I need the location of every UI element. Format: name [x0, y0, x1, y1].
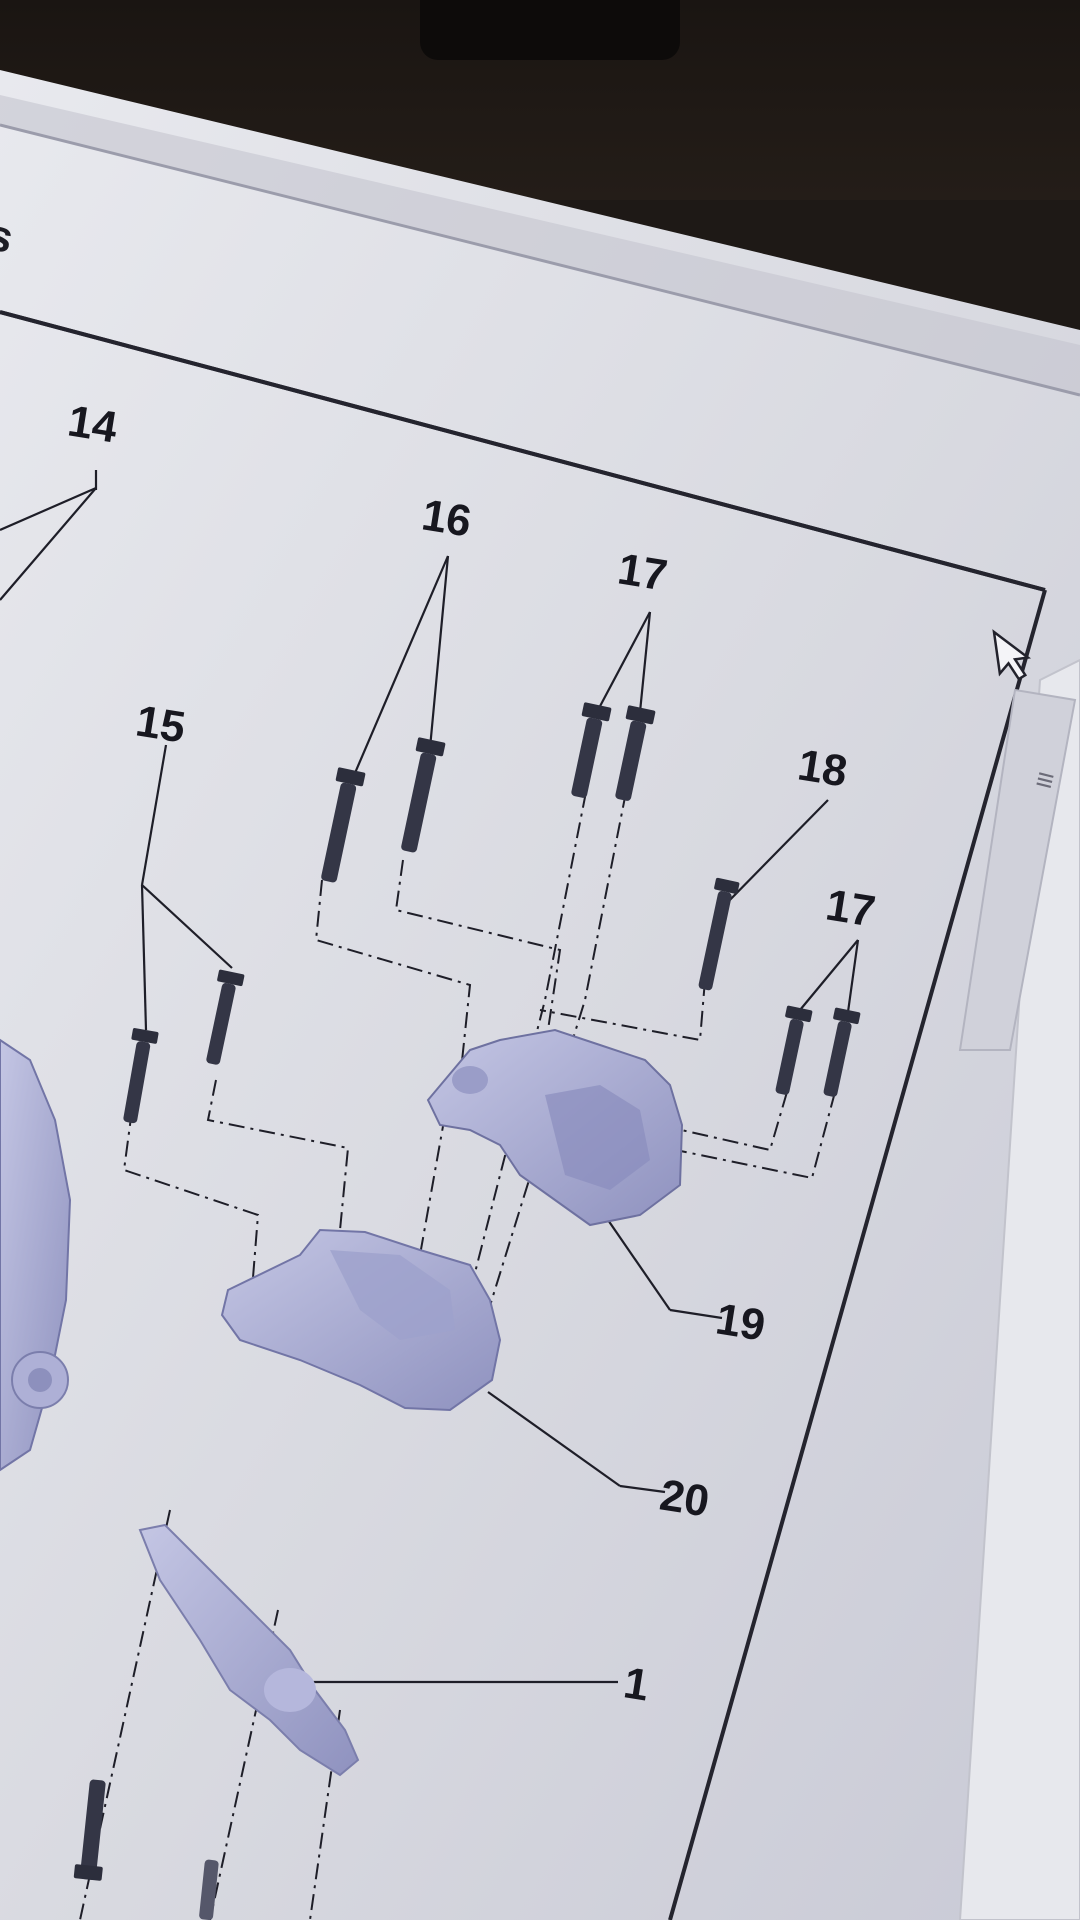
bolt [123, 1028, 159, 1124]
torque-arm-part-1 [138, 1523, 360, 1777]
bolt [206, 969, 245, 1065]
engine-block-partial [0, 1038, 72, 1472]
mouse-pointer-icon [992, 629, 1032, 681]
leader-lines [0, 470, 860, 1684]
callout-17-top: 17 [614, 544, 671, 601]
bolt [775, 1005, 813, 1095]
callout-16: 16 [418, 490, 475, 547]
bolt [615, 705, 656, 801]
scrollbar-thumb[interactable] [958, 688, 1077, 1051]
callout-17-right: 17 [822, 880, 879, 937]
bolt [199, 1859, 219, 1920]
callout-14: 14 [64, 396, 121, 453]
callout-20: 20 [656, 1470, 713, 1527]
screen-surface [0, 70, 1080, 1920]
frame-top [0, 310, 1046, 592]
bolt [73, 1779, 106, 1881]
frame-right [668, 589, 1047, 1920]
callout-19: 19 [712, 1294, 769, 1351]
bolt [698, 877, 740, 991]
scrollbar-track[interactable] [958, 658, 1080, 1920]
window-titlebar [0, 95, 1080, 395]
callout-15: 15 [132, 696, 189, 753]
support-bracket-part-20 [220, 1228, 502, 1412]
bolt [571, 702, 612, 798]
monitor-notch [420, 0, 680, 60]
engine-mount-part-19 [426, 1028, 684, 1227]
bolt [401, 737, 446, 853]
bolt [321, 767, 366, 883]
bolt [823, 1007, 861, 1097]
callout-18: 18 [794, 740, 851, 797]
bolts [73, 702, 861, 1920]
